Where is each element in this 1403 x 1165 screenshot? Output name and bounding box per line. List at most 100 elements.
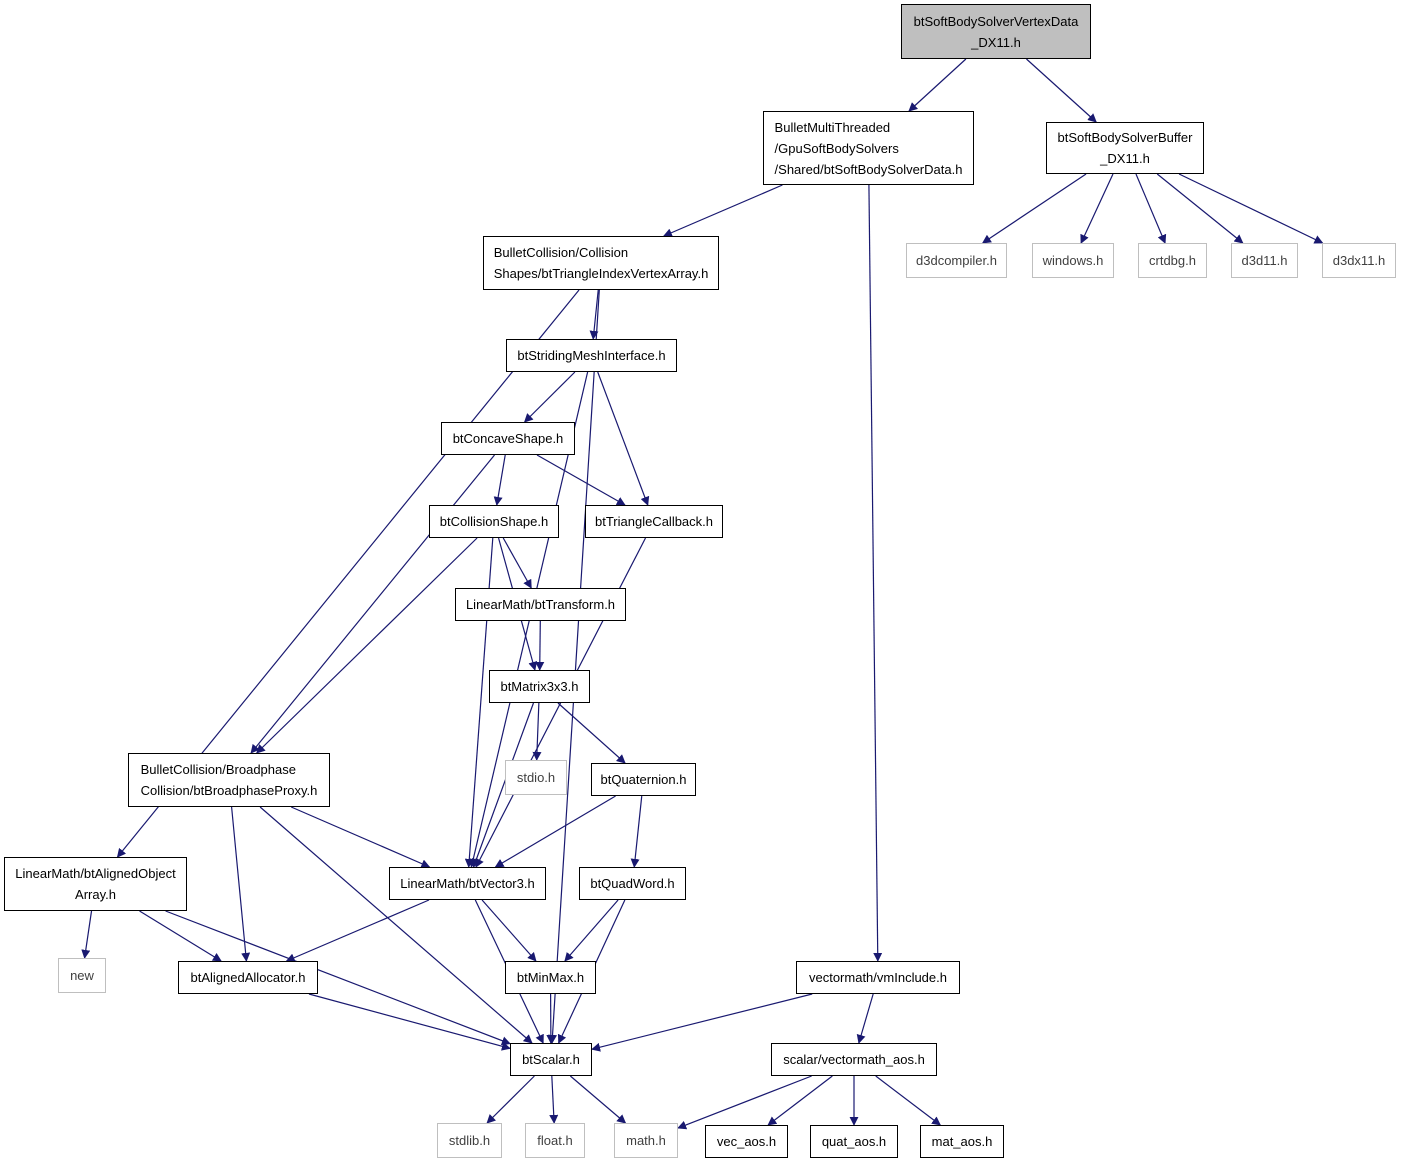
node-label-line: /GpuSoftBodySolvers bbox=[774, 140, 899, 156]
node-btQuaternion[interactable]: btQuaternion.h bbox=[591, 763, 696, 796]
node-label-line: _DX11.h bbox=[1100, 151, 1150, 166]
node-btSoftBodySolverBuffer-DX11[interactable]: btSoftBodySolverBuffer _DX11.h bbox=[1046, 122, 1204, 174]
node-btCollisionShape[interactable]: btCollisionShape.h bbox=[429, 505, 559, 538]
edge-solverData-to-triVertexArray bbox=[662, 184, 783, 237]
edge-solverBuffer-to-d3dx11 bbox=[1178, 173, 1324, 244]
node-btMinMax[interactable]: btMinMax.h bbox=[505, 961, 596, 994]
node-label-line: BulletCollision/Broadphase bbox=[140, 762, 296, 777]
node-label: btAlignedAllocator.h bbox=[190, 970, 306, 985]
edge-alignedArray-to-newh bbox=[81, 910, 93, 959]
edge-scalar-to-mathh bbox=[569, 1075, 627, 1124]
edge-broadphaseProxy-to-allocator bbox=[231, 806, 251, 962]
edge-scalar-to-floath bbox=[549, 1075, 559, 1124]
node-stdio: stdio.h bbox=[505, 760, 567, 795]
edge-quaternion-to-quadWord bbox=[630, 795, 643, 868]
node-label: LinearMath/btTransform.h bbox=[465, 597, 616, 612]
edge-vmInclude-to-vectormathAos bbox=[856, 993, 874, 1044]
edge-transform-to-matrix3x3 bbox=[535, 620, 545, 671]
node-label: btTriangleCallback.h bbox=[594, 514, 714, 529]
edge-root-to-solverBuffer bbox=[1026, 58, 1097, 123]
node-vectormath-aos[interactable]: scalar/vectormath_aos.h bbox=[771, 1043, 937, 1076]
node-label-line: Collision/btBroadphaseProxy.h bbox=[140, 783, 318, 798]
edge-solverBuffer-to-d3d11 bbox=[1156, 173, 1244, 244]
edge-collisionShape-to-transform bbox=[502, 537, 532, 589]
edge-broadphaseProxy-to-vector3 bbox=[290, 806, 431, 868]
edge-solverBuffer-to-crtdbg bbox=[1135, 173, 1167, 244]
edge-vector3-to-minMax bbox=[481, 899, 537, 962]
node-btSoftBodySolverVertexData-DX11: btSoftBodySolverVertexData _DX11.h bbox=[901, 4, 1091, 59]
node-btConcaveShape[interactable]: btConcaveShape.h bbox=[441, 422, 575, 455]
edge-concaveShape-to-triangleCallback bbox=[536, 454, 626, 506]
edge-allocator-to-scalar bbox=[308, 993, 511, 1051]
node-label-line: /Shared/btSoftBodySolverData.h bbox=[774, 161, 963, 177]
node-label-line: btSoftBodySolverVertexData bbox=[913, 13, 1079, 29]
node-label: scalar/vectormath_aos.h bbox=[783, 1052, 925, 1067]
node-label: d3dcompiler.h bbox=[916, 253, 997, 268]
node-label-line: BulletCollision/Collision bbox=[493, 245, 629, 260]
edge-triVertexArray-to-stridingMesh bbox=[589, 289, 599, 340]
node-label: btQuaternion.h bbox=[600, 772, 687, 787]
edge-root-to-solverData bbox=[908, 58, 967, 112]
edge-vectormathAos-to-vecAos bbox=[767, 1075, 833, 1126]
node-vec-aos[interactable]: vec_aos.h bbox=[705, 1125, 788, 1158]
node-label: btMinMax.h bbox=[516, 970, 585, 985]
edge-matrix3x3-to-quaternion bbox=[557, 702, 626, 764]
edge-vmInclude-to-scalar bbox=[591, 993, 813, 1052]
node-label: vec_aos.h bbox=[716, 1134, 777, 1149]
edge-vectormathAos-to-matAos bbox=[875, 1075, 941, 1126]
node-label: math.h bbox=[626, 1133, 666, 1148]
edge-matrix3x3-to-vector3 bbox=[472, 702, 535, 868]
edge-alignedArray-to-scalar bbox=[165, 910, 511, 1045]
edge-quadWord-to-minMax bbox=[564, 899, 619, 962]
node-label: btMatrix3x3.h bbox=[500, 679, 579, 694]
node-label-line: Shapes/btTriangleIndexVertexArray.h bbox=[493, 266, 709, 281]
node-btQuadWord[interactable]: btQuadWord.h bbox=[579, 867, 686, 900]
node-btTriangleCallback[interactable]: btTriangleCallback.h bbox=[585, 505, 723, 538]
node-stdlib: stdlib.h bbox=[437, 1123, 502, 1158]
node-btTransform[interactable]: LinearMath/btTransform.h bbox=[455, 588, 626, 621]
edge-triVertexArray-to-scalar bbox=[548, 289, 600, 1044]
node-label: mat_aos.h bbox=[931, 1134, 993, 1149]
node-label: stdlib.h bbox=[448, 1133, 491, 1148]
node-btAlignedAllocator[interactable]: btAlignedAllocator.h bbox=[178, 961, 318, 994]
edge-solverBuffer-to-d3dcompiler bbox=[981, 173, 1087, 244]
node-d3d11: d3d11.h bbox=[1231, 243, 1298, 278]
node-quat-aos[interactable]: quat_aos.h bbox=[810, 1125, 898, 1158]
node-vmInclude[interactable]: vectormath/vmInclude.h bbox=[796, 961, 960, 994]
node-new: new bbox=[58, 958, 106, 993]
node-d3dcompiler: d3dcompiler.h bbox=[906, 243, 1007, 278]
node-label-line: _DX11.h bbox=[971, 34, 1021, 50]
edge-solverBuffer-to-windows bbox=[1080, 173, 1114, 244]
node-label: windows.h bbox=[1042, 253, 1104, 268]
node-btScalar[interactable]: btScalar.h bbox=[510, 1043, 592, 1076]
node-mat-aos[interactable]: mat_aos.h bbox=[920, 1125, 1004, 1158]
edge-stridingMesh-to-triangleCallback bbox=[597, 371, 650, 506]
edge-matrix3x3-to-stdio bbox=[532, 702, 542, 761]
node-label-line: LinearMath/btAlignedObject bbox=[15, 866, 176, 881]
node-label: vectormath/vmInclude.h bbox=[808, 970, 947, 985]
node-label: d3d11.h bbox=[1241, 253, 1288, 268]
node-label: btStridingMeshInterface.h bbox=[517, 348, 666, 363]
node-btSoftBodySolverData[interactable]: BulletMultiThreaded/GpuSoftBodySolvers/S… bbox=[763, 111, 974, 185]
node-btStridingMeshInterface[interactable]: btStridingMeshInterface.h bbox=[506, 339, 677, 372]
edge-solverData-to-vmInclude bbox=[868, 184, 883, 962]
edge-vector3-to-allocator bbox=[285, 899, 430, 962]
node-label-line: btSoftBodySolverBuffer bbox=[1057, 130, 1193, 145]
node-label: btQuadWord.h bbox=[590, 876, 675, 891]
edge-stridingMesh-to-concaveShape bbox=[523, 371, 576, 423]
node-label: float.h bbox=[537, 1133, 573, 1148]
node-float: float.h bbox=[525, 1123, 585, 1158]
node-math: math.h bbox=[614, 1123, 678, 1158]
node-btMatrix3x3[interactable]: btMatrix3x3.h bbox=[489, 670, 590, 703]
node-label: btConcaveShape.h bbox=[452, 431, 564, 446]
edge-quaternion-to-vector3 bbox=[494, 795, 616, 868]
node-btVector3[interactable]: LinearMath/btVector3.h bbox=[389, 867, 546, 900]
node-label-line: BulletMultiThreaded bbox=[774, 119, 891, 135]
node-d3dx11: d3dx11.h bbox=[1322, 243, 1396, 278]
edge-alignedArray-to-allocator bbox=[139, 910, 222, 962]
node-label: stdio.h bbox=[516, 770, 556, 785]
edge-concaveShape-to-collisionShape bbox=[493, 454, 506, 506]
